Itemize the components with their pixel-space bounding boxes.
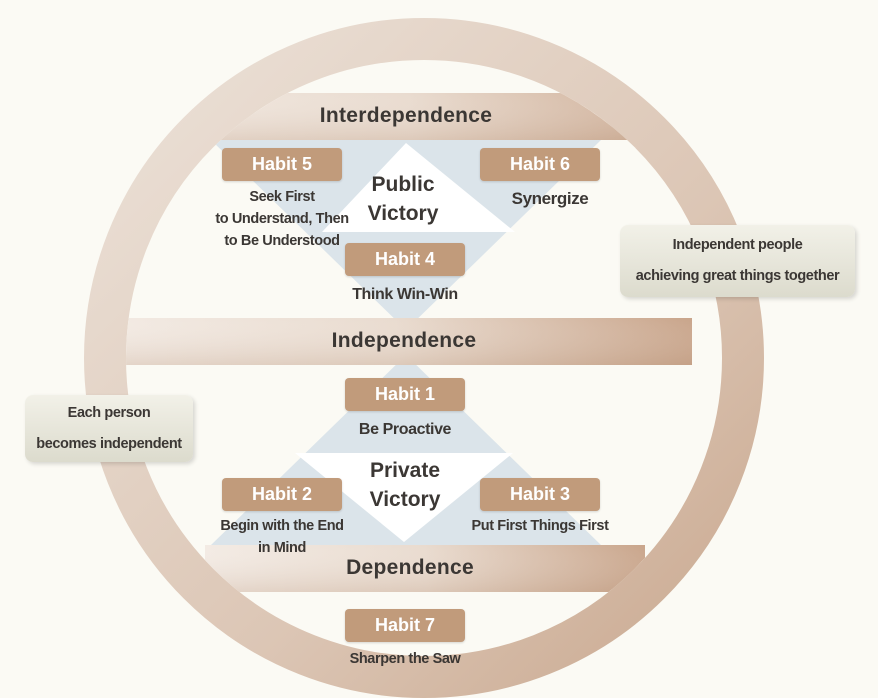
habit-4-description: Think Win-Win (352, 286, 458, 303)
habit-1-description: Be Proactive (358, 421, 452, 438)
note-independence: Each person becomes independent (25, 395, 193, 462)
note-line: becomes independent (36, 435, 182, 452)
habit-6-badge: Habit 6 (480, 148, 600, 181)
habit-7-description: Sharpen the Saw (349, 651, 461, 667)
note-line: achieving great things together (635, 268, 840, 284)
habit-1-badge: Habit 1 (345, 378, 465, 411)
outer-ring (84, 18, 764, 698)
note-line: Independent people (672, 237, 803, 253)
habit-7-badge: Habit 7 (345, 609, 465, 642)
desc-line: in Mind (258, 540, 306, 556)
private-victory-triangle (295, 453, 513, 542)
private-victory-line: Victory (369, 488, 441, 511)
desc-line: to Understand, Then (215, 211, 349, 227)
private-victory-line: Private (369, 459, 441, 482)
public-victory-line: Victory (367, 202, 439, 225)
habit-6-description: Synergize (511, 189, 589, 208)
habit-5-badge: Habit 5 (222, 148, 342, 181)
band-dependence: Dependence (346, 556, 474, 579)
desc-line: to Be Understood (224, 233, 340, 249)
habit-3-description: Put First Things First (471, 518, 609, 534)
desc-line: Seek First (249, 189, 315, 205)
habit-2-description: Begin with the End in Mind (192, 515, 372, 559)
public-victory-line: Public (371, 173, 435, 196)
note-interdependence: Independent people achieving great thing… (620, 225, 855, 297)
habit-5-description: Seek First to Understand, Then to Be Und… (192, 186, 372, 252)
habit-2-badge: Habit 2 (222, 478, 342, 511)
public-victory-triangle (322, 143, 515, 232)
public-victory-label: Public Victory (343, 170, 463, 228)
desc-line: Begin with the End (220, 518, 344, 534)
band-interdependence: Interdependence (319, 104, 493, 127)
upper-triangle (211, 140, 601, 330)
habit-4-badge: Habit 4 (345, 243, 465, 276)
band-independence: Independence (331, 329, 477, 352)
habit-3-badge: Habit 3 (480, 478, 600, 511)
private-victory-label: Private Victory (345, 456, 465, 514)
note-line: Each person (67, 404, 151, 421)
